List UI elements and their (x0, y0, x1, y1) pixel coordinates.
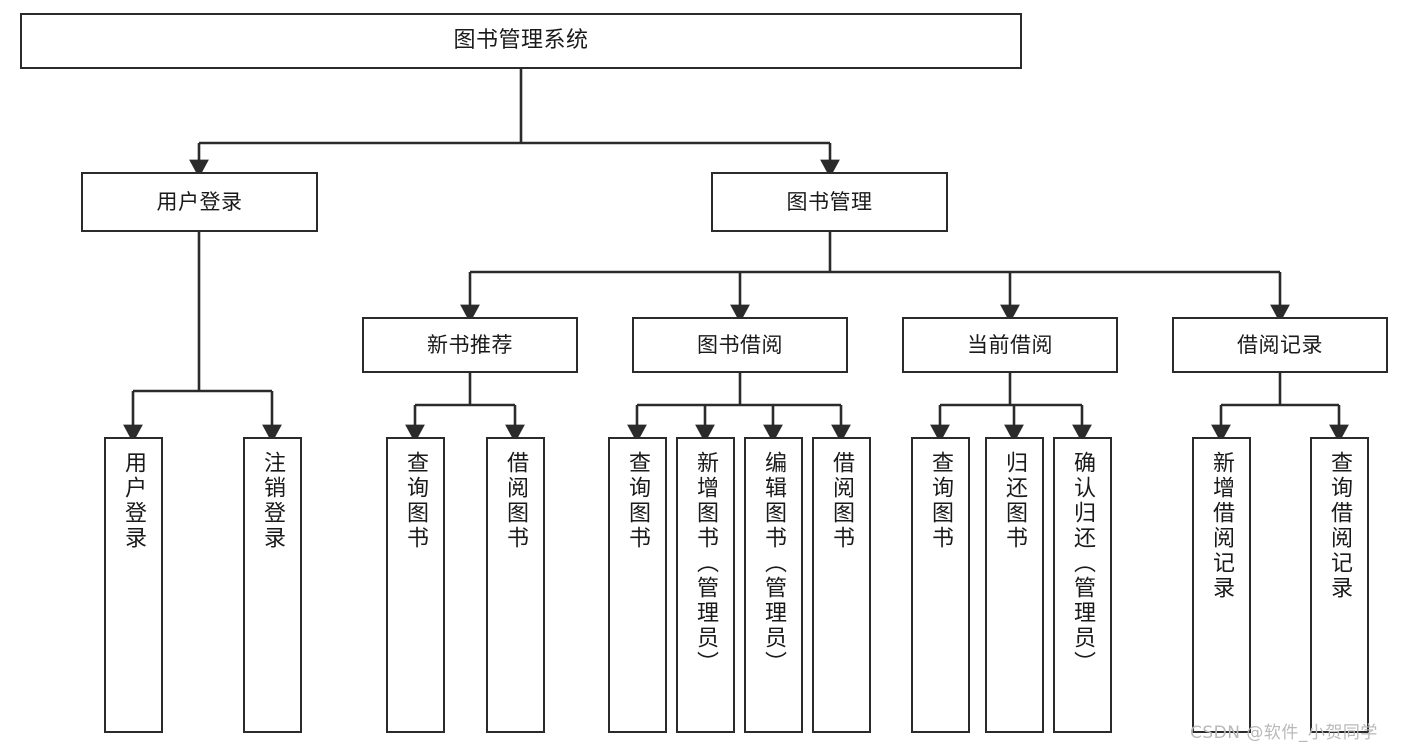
node-label: 确认归还（管理员） (1070, 451, 1096, 676)
node-leaf-query-book-recommendation[interactable]: 查询图书 (386, 437, 445, 733)
node-user-login[interactable]: 用户登录 (81, 172, 318, 232)
node-label: 新增借阅记录 (1209, 451, 1235, 601)
node-label: 当前借阅 (967, 332, 1053, 357)
node-borrowing-record[interactable]: 借阅记录 (1172, 317, 1388, 373)
node-book-borrowing[interactable]: 图书借阅 (632, 317, 848, 373)
node-label: 图书管理 (786, 189, 873, 214)
node-leaf-user-login[interactable]: 用户登录 (104, 437, 163, 733)
node-leaf-query-borrow-record[interactable]: 查询借阅记录 (1310, 437, 1369, 733)
node-label: 查询图书 (928, 451, 954, 551)
node-label: 查询图书 (403, 451, 429, 551)
node-leaf-query-book-borrowing[interactable]: 查询图书 (608, 437, 667, 733)
node-label: 借阅图书 (503, 451, 529, 551)
node-leaf-confirm-return-admin[interactable]: 确认归还（管理员） (1053, 437, 1112, 733)
node-leaf-borrow-book-recommendation[interactable]: 借阅图书 (486, 437, 545, 733)
node-label: 新书推荐 (427, 332, 513, 357)
node-label: 用户登录 (121, 451, 147, 551)
node-leaf-borrow-book-borrowing[interactable]: 借阅图书 (812, 437, 871, 733)
node-label: 借阅图书 (829, 451, 855, 551)
node-leaf-add-borrow-record[interactable]: 新增借阅记录 (1192, 437, 1251, 733)
node-label: 新增图书（管理员） (693, 451, 719, 676)
node-label: 图书管理系统 (453, 28, 589, 54)
node-current-borrowing[interactable]: 当前借阅 (902, 317, 1118, 373)
node-book-management[interactable]: 图书管理 (711, 172, 948, 232)
node-label: 借阅记录 (1237, 332, 1323, 357)
node-label: 归还图书 (1002, 451, 1028, 551)
node-label: 查询图书 (625, 451, 651, 551)
node-label: 编辑图书（管理员） (761, 451, 787, 676)
node-leaf-edit-book-admin[interactable]: 编辑图书（管理员） (744, 437, 803, 733)
node-new-book-recommendation[interactable]: 新书推荐 (362, 317, 578, 373)
node-leaf-add-book-admin[interactable]: 新增图书（管理员） (676, 437, 735, 733)
node-label: 图书借阅 (697, 332, 783, 357)
node-root-system[interactable]: 图书管理系统 (20, 13, 1022, 69)
node-label: 查询借阅记录 (1327, 451, 1353, 601)
node-leaf-query-book-current[interactable]: 查询图书 (911, 437, 970, 733)
csdn-watermark: CSDN @软件_小贺同学 (1190, 723, 1378, 743)
node-leaf-logout[interactable]: 注销登录 (243, 437, 302, 733)
node-label: 用户登录 (156, 189, 243, 214)
node-label: 注销登录 (260, 451, 286, 551)
node-leaf-return-book[interactable]: 归还图书 (985, 437, 1044, 733)
